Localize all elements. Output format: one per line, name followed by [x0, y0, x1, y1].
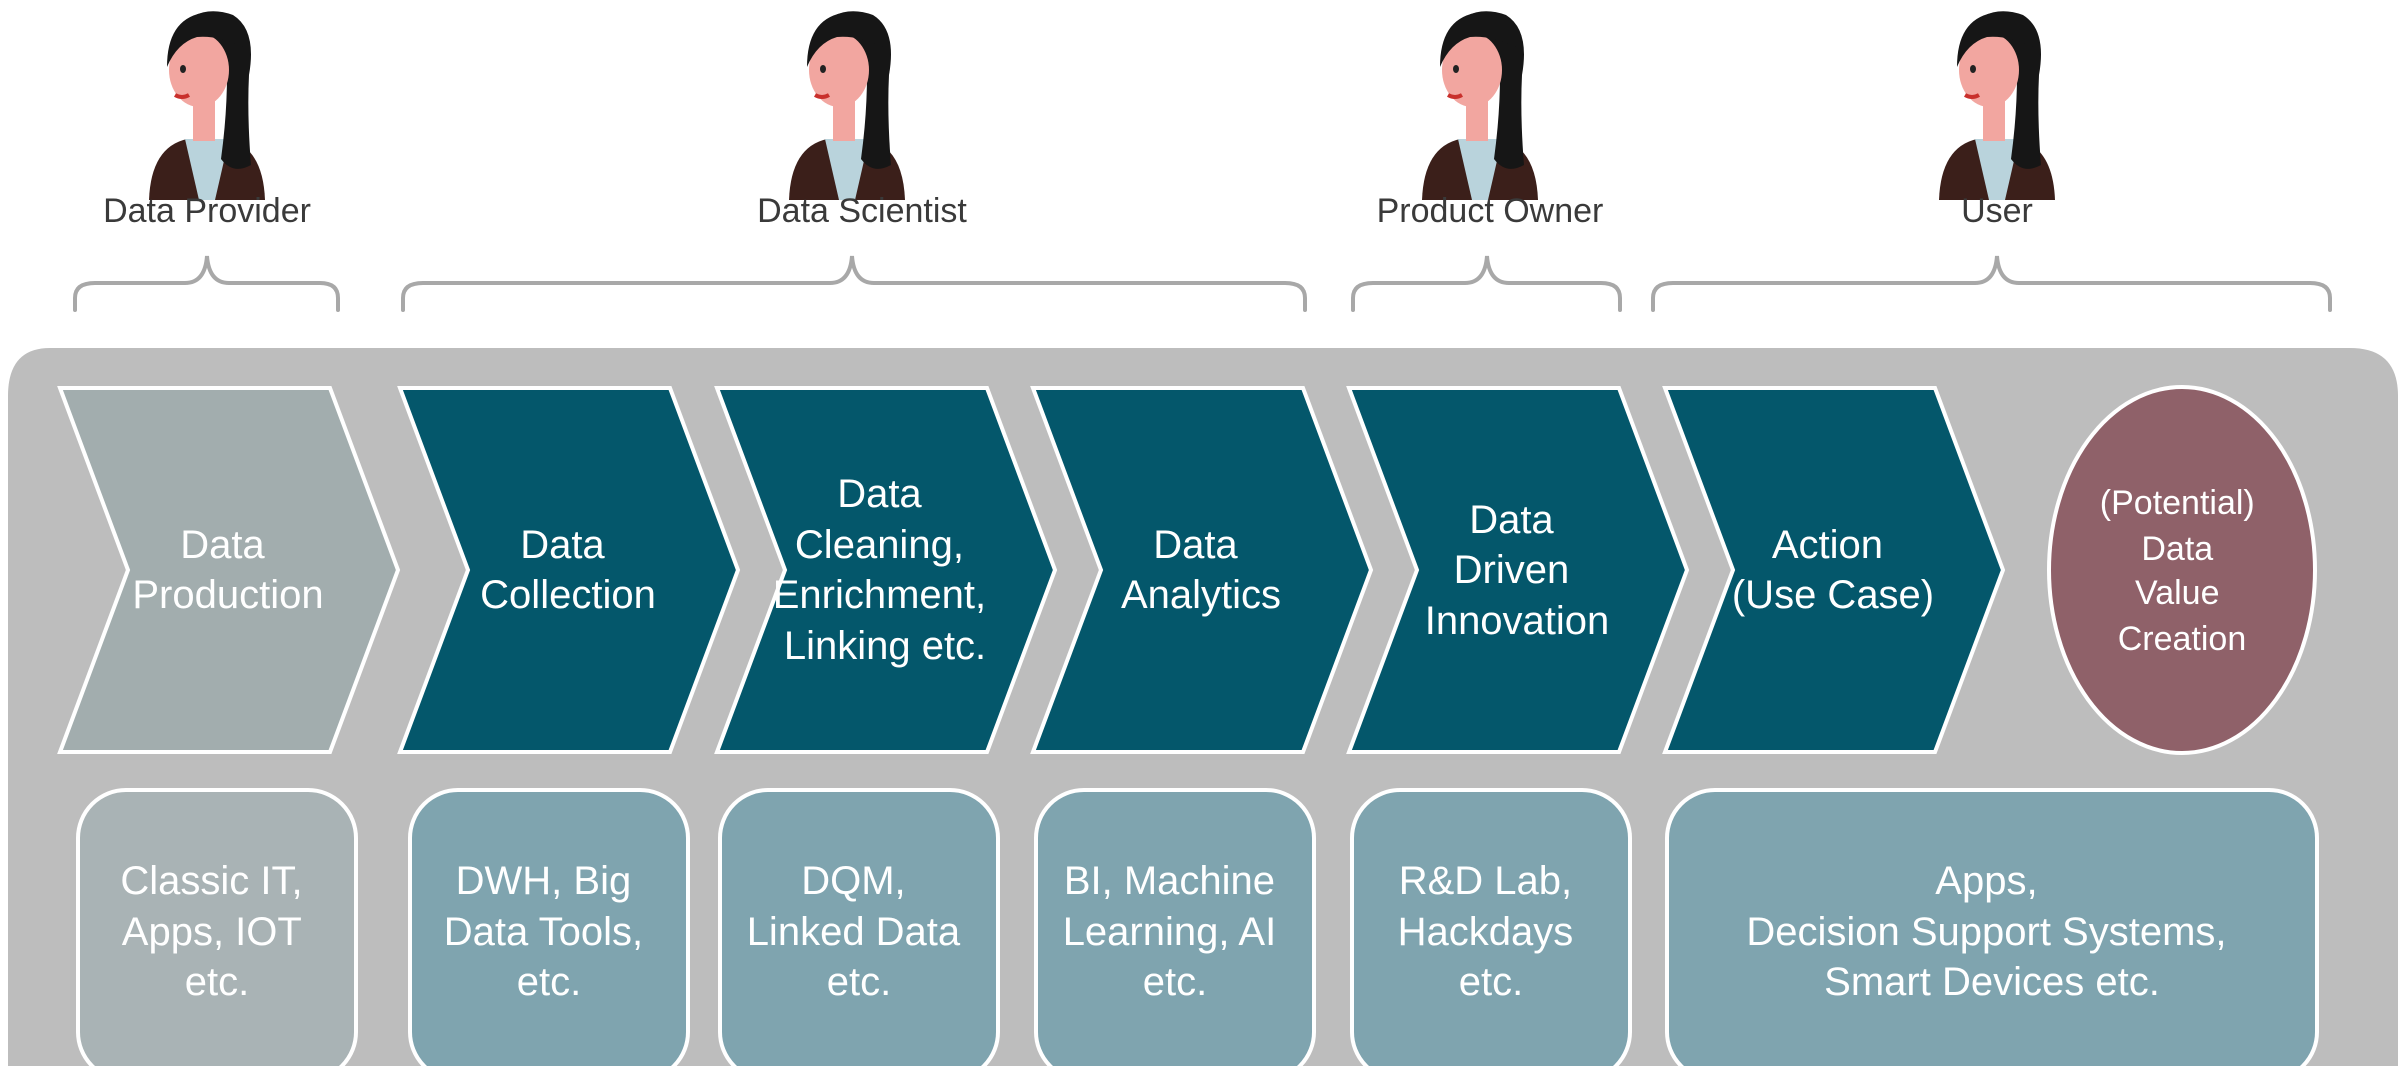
step-label-line: Enrichment, [773, 573, 986, 617]
tool-classic-it: Classic IT, Apps, IOT etc. [76, 788, 358, 1066]
outcome-label-line: Data [2141, 530, 2213, 568]
step-label-line: Driven [1454, 548, 1570, 592]
tool-label-line: R&D Lab, [1399, 859, 1572, 903]
tool-label-line: Smart Devices etc. [1824, 960, 2160, 1004]
svg-text:BI, Machine Learning, AI: BI, Machine Learning, AI etc. [1063, 859, 1288, 1004]
svg-text:(Potential) Data V: (Potential) Data Value Creation [2100, 484, 2264, 658]
tool-label-line: etc. [1459, 960, 1523, 1004]
tool-label-line: Hackdays [1398, 910, 1574, 954]
step-label-line: Action [1772, 523, 1883, 567]
svg-text:DWH, Big Data Tools,: DWH, Big Data Tools, etc. [444, 859, 655, 1004]
tool-label-line: Linked Data [747, 910, 961, 954]
role-user: User [1937, 9, 2057, 230]
tool-bi: BI, Machine Learning, AI etc. [1034, 788, 1316, 1066]
role-product-owner: Product Owner [1377, 9, 1604, 230]
step-label-line: Innovation [1425, 599, 1610, 643]
tool-label-line: Apps, IOT [122, 910, 302, 954]
step-label-line: Analytics [1121, 573, 1281, 617]
step-label-line: Data [1153, 523, 1238, 567]
tool-box [76, 788, 358, 1066]
tool-box [1350, 788, 1632, 1066]
svg-text:Data Production: Data Production [132, 523, 323, 617]
svg-text:Data Analytics: Data Analytics [1121, 523, 1281, 617]
tool-label-line: DWH, Big [456, 859, 632, 903]
step-data-cleaning: Data Cleaning, Enrichment, Linking etc. [714, 386, 1058, 754]
chevron-shape [1030, 386, 1374, 754]
step-label-line: Production [132, 573, 323, 617]
step-label-line: Data [180, 523, 265, 567]
tool-label-line: DQM, [801, 859, 905, 903]
tool-box [408, 788, 690, 1066]
step-action: Action (Use Case) [1662, 386, 2006, 754]
tool-dwh: DWH, Big Data Tools, etc. [408, 788, 690, 1066]
step-data-collection: Data Collection [397, 386, 741, 754]
outcome-label-line: Value [2135, 574, 2219, 612]
role-label: Data Scientist [757, 192, 967, 230]
tool-label-line: BI, Machine [1064, 859, 1275, 903]
role-label: Data Provider [103, 192, 311, 230]
step-label-line: Data [520, 523, 605, 567]
svg-text:Data Cleaning, Enr: Data Cleaning, Enrichment, Linking etc. [773, 472, 998, 668]
person-icon [787, 9, 907, 202]
tool-label-line: Decision Support Systems, [1746, 910, 2226, 954]
chevron-shape [714, 386, 1058, 754]
step-data-analytics: Data Analytics [1030, 386, 1374, 754]
step-label-line: Collection [480, 573, 656, 617]
tool-rnd: R&D Lab, Hackdays etc. [1350, 788, 1632, 1066]
brace-data-scientist [401, 255, 1307, 312]
person-icon [147, 9, 267, 202]
person-icon [1937, 9, 2057, 202]
outcome-oval [2047, 385, 2317, 755]
outcome-value-creation: (Potential) Data Value Creation [2047, 385, 2317, 755]
step-data-production: Data Production [57, 386, 401, 754]
svg-text:Classic IT, Apps, IOT: Classic IT, Apps, IOT etc. [120, 859, 313, 1004]
tool-dqm: DQM, Linked Data etc. [718, 788, 1000, 1066]
svg-text:Data Driven Innova: Data Driven Innovation [1425, 498, 1610, 643]
tool-apps: Apps, Decision Support Systems, Smart De… [1665, 788, 2319, 1066]
person-icon [1420, 9, 1540, 202]
tool-box [1665, 788, 2319, 1066]
svg-text:Action (Use Case): Action (Use Case) [1732, 523, 1934, 617]
role-data-scientist: Data Scientist [757, 9, 967, 230]
chevron-shape [397, 386, 741, 754]
outcome-label-line: (Potential) [2100, 484, 2255, 522]
tool-box [1034, 788, 1316, 1066]
svg-text:DQM, Linked Data e: DQM, Linked Data etc. [747, 859, 972, 1004]
step-label-line: (Use Case) [1732, 573, 1934, 617]
step-label-line: Data [837, 472, 922, 516]
svg-text:Data Collection: Data Collection [480, 523, 656, 617]
tool-label-line: etc. [1143, 960, 1207, 1004]
role-label: Product Owner [1377, 192, 1604, 230]
tool-label-line: Learning, AI [1063, 910, 1277, 954]
tool-box [718, 788, 1000, 1066]
outcome-label-line: Creation [2118, 620, 2247, 658]
brace-data-provider [73, 255, 340, 312]
tool-label-line: etc. [517, 960, 581, 1004]
step-data-driven-innovation: Data Driven Innovation [1346, 386, 1690, 754]
tool-label-line: Classic IT, [120, 859, 302, 903]
brace-product-owner [1351, 255, 1622, 312]
svg-text:Apps, Decision Support S: Apps, Decision Support Systems, Smart De… [1746, 859, 2237, 1004]
step-label-line: Linking etc. [784, 624, 986, 668]
tool-label-line: etc. [827, 960, 891, 1004]
chevron-shape [57, 386, 401, 754]
step-label-line: Data [1469, 498, 1554, 542]
step-label-line: Cleaning, [795, 523, 964, 567]
brace-user [1651, 255, 2332, 312]
tool-label-line: etc. [185, 960, 249, 1004]
role-data-provider: Data Provider [103, 9, 311, 230]
role-label: User [1961, 192, 2033, 230]
svg-text:R&D Lab, Hackdays: R&D Lab, Hackdays etc. [1398, 859, 1585, 1004]
chevron-shape [1346, 386, 1690, 754]
tool-label-line: Apps, [1935, 859, 2037, 903]
tool-label-line: Data Tools, [444, 910, 643, 954]
chevron-shape [1662, 386, 2006, 754]
